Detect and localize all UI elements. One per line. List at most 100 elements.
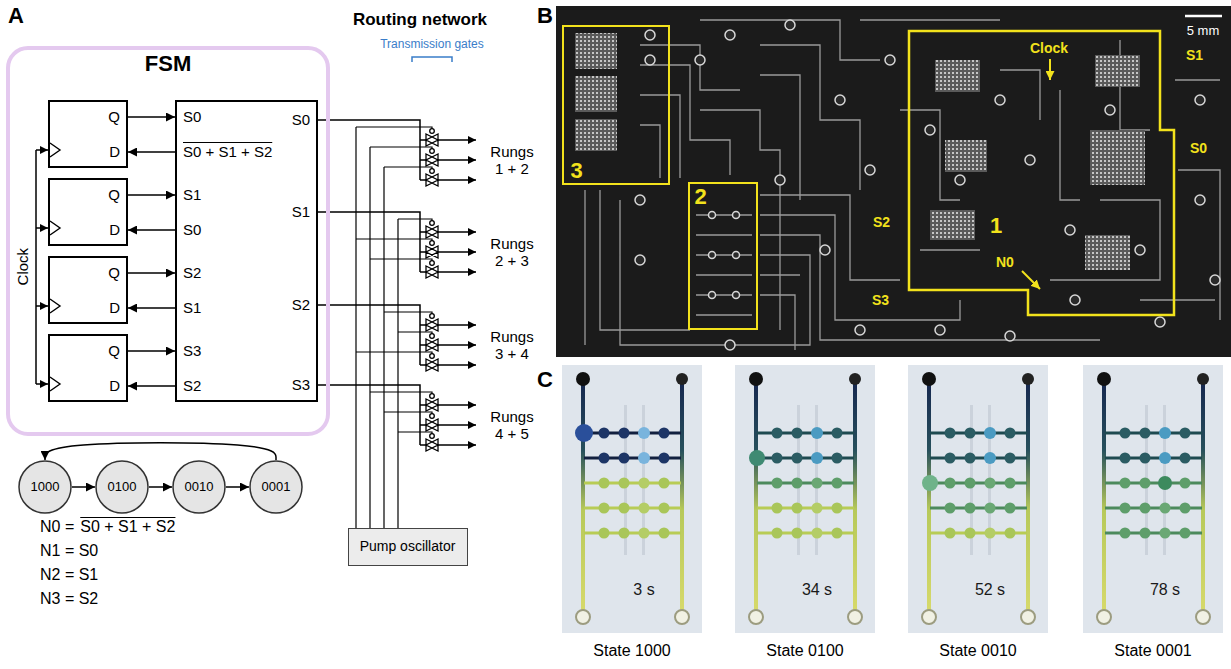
pump-wire	[384, 312, 432, 314]
via-hole	[820, 245, 830, 255]
flip-flop-box-text: D	[109, 143, 120, 160]
membrane-valve	[930, 210, 975, 240]
region-outline: 1	[908, 30, 1176, 316]
ladder-photo	[1105, 503, 1202, 514]
clock-wire	[35, 150, 37, 384]
gate-output-arrow	[438, 251, 476, 253]
via-hole	[1195, 195, 1205, 205]
ladder-photo	[757, 427, 854, 439]
via-hole	[1005, 331, 1015, 341]
channel-trace	[700, 110, 780, 330]
flip-flop-box-text: Q	[108, 264, 120, 281]
logic-box-text: S2	[183, 377, 201, 394]
gate-output-arrow	[438, 344, 476, 346]
transmission-gate-symbol	[430, 414, 435, 419]
pump-wire	[356, 127, 432, 528]
connector-arrow	[128, 385, 175, 387]
output-label: Rungs 3 + 4	[487, 328, 537, 363]
signal-name: Clock	[14, 248, 31, 286]
transmission-gate-symbol	[430, 149, 435, 154]
via-hole	[635, 20, 1220, 350]
transmission-gate-symbol	[426, 266, 438, 278]
membrane-valve	[1095, 55, 1140, 87]
via-hole	[635, 195, 645, 205]
state-circle-text: 0100	[108, 480, 137, 495]
connector-arrow	[45, 443, 276, 460]
transmission-gate-symbol	[426, 399, 438, 411]
clock-wire	[36, 383, 48, 385]
ladder-photo	[1105, 452, 1202, 464]
state-caption: State 0100	[766, 642, 843, 660]
connector-arrow	[128, 350, 175, 352]
clock-input-symbol	[50, 221, 60, 235]
gate-output-arrow	[438, 444, 476, 446]
chip-photo	[556, 6, 1231, 357]
transmission-gate-symbol	[426, 339, 438, 351]
output-wire	[318, 120, 426, 180]
via-hole	[785, 20, 795, 30]
connector-arrow	[128, 229, 175, 231]
logic-box-text: S2	[183, 264, 201, 281]
connector-arrow	[149, 486, 172, 488]
panel-letter: A	[8, 3, 24, 28]
ladder-photo	[562, 365, 702, 633]
membrane-valve	[575, 76, 617, 112]
panel-letter: B	[537, 3, 553, 28]
fsm-box-text: FSM	[145, 51, 191, 76]
channel-trace	[1050, 200, 1160, 280]
logic-box: S0S0 + S1 + S2S1S0S2S1S3S2S0S1S2S3	[175, 100, 318, 402]
via-hole	[1195, 95, 1205, 105]
via-hole	[709, 252, 716, 259]
transmission-gate-symbol	[430, 221, 435, 226]
via-hole	[645, 55, 655, 65]
ladder-photo	[1083, 365, 1223, 633]
channel-trace	[640, 95, 680, 178]
pump-wire	[384, 167, 432, 169]
scale-bar	[1185, 15, 1222, 18]
gate-output-arrow	[438, 424, 476, 426]
output-wire	[318, 385, 426, 445]
logic-box-text: S3	[183, 342, 201, 359]
clock-wire	[36, 305, 48, 307]
channel-trace	[1178, 170, 1220, 320]
logic-box-text: S2	[292, 296, 310, 313]
output-wire	[318, 212, 426, 272]
flip-flop-box: QD	[48, 334, 128, 402]
region-outline-text: 2	[695, 184, 707, 209]
pump-wire	[384, 412, 432, 414]
via-hole	[725, 340, 735, 350]
state-circle-text: 0010	[185, 480, 214, 495]
channel-trace	[696, 215, 752, 315]
transmission-gate-symbol	[426, 359, 438, 371]
via-hole	[645, 30, 655, 40]
ladder-photo	[584, 452, 681, 464]
pump-wire	[398, 219, 432, 221]
transmission-gate-symbol	[430, 129, 435, 134]
state-circle: 1000	[18, 460, 72, 514]
clock-input-symbol	[50, 143, 60, 391]
via-hole	[1105, 105, 1115, 115]
part-label: S1	[1186, 47, 1203, 63]
via-hole	[995, 95, 1005, 105]
transmission-gate-symbol	[426, 154, 438, 166]
membrane-valve	[1085, 235, 1130, 270]
via-hole	[775, 175, 785, 185]
ladder-photo	[735, 365, 875, 633]
chip-photo	[556, 6, 1231, 357]
via-hole	[725, 30, 735, 40]
clock-wire	[36, 227, 48, 229]
transmission-gate-symbol	[426, 226, 438, 238]
connector-arrow	[128, 116, 175, 118]
time-label: 52 s	[975, 581, 1005, 599]
transmission-gate-symbol	[426, 439, 438, 451]
pump-wire	[398, 432, 432, 434]
pump-wire	[383, 167, 384, 528]
state-circle-text: 0001	[262, 480, 291, 495]
via-hole	[1065, 225, 1075, 235]
state-circle-text: 1000	[31, 480, 60, 495]
region-outline-shape	[909, 31, 1174, 315]
via-hole	[635, 255, 645, 265]
gate-output-arrow	[438, 139, 476, 141]
membrane-valve	[575, 33, 1145, 270]
channel-trace	[584, 190, 585, 345]
